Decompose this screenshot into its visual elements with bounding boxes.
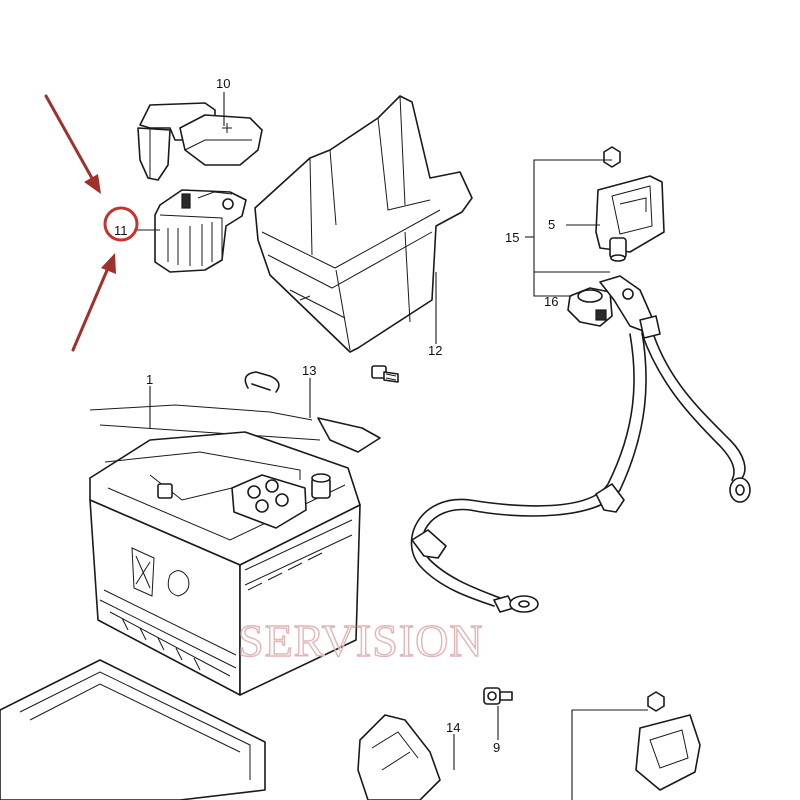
leader-lines [134, 92, 648, 800]
part-1-battery [89, 431, 361, 696]
callout-13: 13 [302, 363, 316, 378]
part-11-terminal-block [154, 189, 247, 273]
arrow-top-head [84, 174, 101, 194]
callout-5: 5 [548, 217, 555, 232]
lower-right-bracket [635, 691, 701, 791]
callout-14: 14 [446, 720, 460, 735]
battery-cable-harness [410, 315, 751, 613]
part-12-battery-box [254, 95, 473, 353]
callout-labels: 1 5 9 10 11 12 13 14 15 16 [114, 76, 558, 755]
watermark-text: SERVISION [238, 615, 484, 666]
callout-10: 10 [216, 76, 230, 91]
part-14-bracket [357, 714, 441, 800]
bolt-near-13 [371, 365, 399, 383]
arrow-top [44, 94, 95, 182]
part-9-bolt [483, 687, 513, 705]
callout-11: 11 [114, 223, 128, 238]
highlight-circle [103, 206, 139, 242]
callout-1: 1 [146, 372, 153, 387]
part-16-terminal-clamp [567, 275, 655, 333]
callout-15: 15 [505, 230, 519, 245]
callout-16: 16 [544, 294, 558, 309]
part-13-hold-down [89, 371, 381, 453]
battery-base-tray [0, 659, 266, 800]
part-10-terminal-cover [137, 102, 263, 181]
part-5-terminal-clamp [595, 146, 665, 262]
highlight-arrows [44, 94, 116, 352]
arrow-bottom-head [101, 253, 116, 274]
arrow-bottom [71, 266, 110, 352]
callout-9: 9 [493, 740, 500, 755]
callout-12: 12 [428, 343, 442, 358]
